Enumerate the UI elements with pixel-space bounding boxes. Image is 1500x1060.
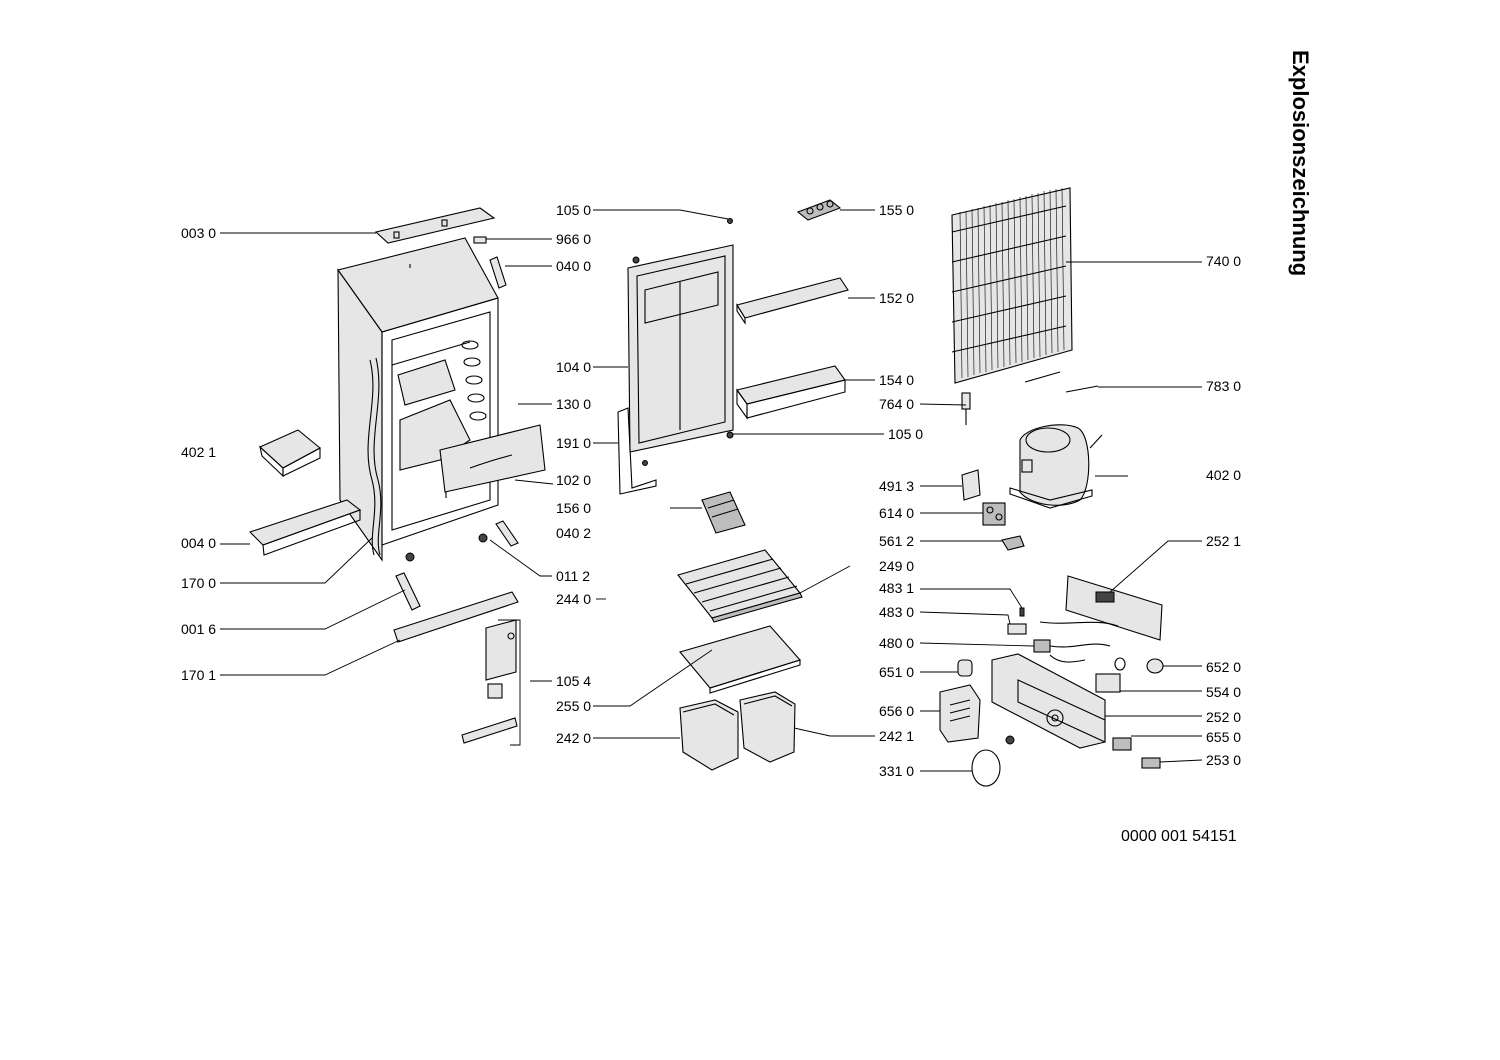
part-tray-402-1 [259,429,321,478]
part-sensor-764 [961,392,971,425]
label-402-0: 402 0 [1206,467,1241,483]
part-control-plate [1065,575,1163,641]
label-656-0: 656 0 [879,703,914,719]
label-102-0: 102 0 [556,472,591,488]
leader-lines [220,209,1203,772]
label-003-0: 003 0 [181,225,216,241]
part-clip-561-2 [1001,535,1025,551]
part-cover-491-3 [961,469,981,501]
part-relay-614 [982,502,1006,526]
label-130-0: 130 0 [556,396,591,412]
parts-layer [248,187,1164,787]
part-knob-small [1005,735,1015,745]
part-kick-plate [393,591,519,643]
label-651-0: 651 0 [879,664,914,680]
label-152-0: 152 0 [879,290,914,306]
part-upper-door-shelf [736,277,849,325]
label-253-0: 253 0 [1206,752,1241,768]
part-lamp-holder-483-0 [1007,623,1027,635]
label-252-1: 252 1 [1206,533,1241,549]
label-561-2: 561 2 [879,533,914,549]
part-base-rail [248,499,362,556]
part-bracket-set [461,619,521,746]
label-004-0: 004 0 [181,535,216,551]
label-105-0-door: 105 0 [888,426,923,442]
label-170-0: 170 0 [181,575,216,591]
part-harness-480-0 [1033,621,1119,663]
part-hinge-pin [473,236,487,244]
part-egg-tray [796,199,842,221]
label-652-0: 652 0 [1206,659,1241,675]
part-bottom-hinge [395,572,421,611]
label-040-0: 040 0 [556,258,591,274]
label-155-0: 155 0 [879,202,914,218]
label-244-0: 244 0 [556,591,591,607]
label-480-0: 480 0 [879,635,914,651]
part-bins [679,691,796,771]
label-105-4: 105 4 [556,673,591,689]
label-156-0: 156 0 [556,500,591,516]
part-condenser [951,187,1073,384]
label-554-0: 554 0 [1206,684,1241,700]
part-knob-ring [971,749,1001,787]
label-191-0: 191 0 [556,435,591,451]
label-040-2: 040 2 [556,525,591,541]
label-001-6: 001 6 [181,621,216,637]
part-switch-655 [1112,737,1132,751]
label-105-0-top: 105 0 [556,202,591,218]
part-bulb-652 [1146,658,1164,674]
part-switch-253 [1141,757,1161,769]
label-154-0: 154 0 [879,372,914,388]
label-402-1: 402 1 [181,444,216,460]
label-170-1: 170 1 [181,667,216,683]
label-331-0: 331 0 [879,763,914,779]
label-655-0: 655 0 [1206,729,1241,745]
part-crisper-drawer [439,424,546,498]
part-lamp-651 [957,659,973,677]
part-glass-shelf [679,625,801,694]
label-764-0: 764 0 [879,396,914,412]
label-483-1: 483 1 [879,580,914,596]
part-hinge-040-2 [495,520,519,547]
document-number: 0000 001 54151 [1121,828,1237,845]
part-top-hinge [489,256,507,289]
part-compressor [1009,424,1103,509]
label-242-0: 242 0 [556,730,591,746]
part-wire-shelf [677,549,803,623]
label-483-0: 483 0 [879,604,914,620]
label-252-0: 252 0 [1206,709,1241,725]
label-255-0: 255 0 [556,698,591,714]
part-top-cover [374,207,496,244]
label-740-0: 740 0 [1206,253,1241,269]
part-cabinet [337,237,499,562]
part-thermostat-554 [1095,657,1126,693]
part-ice-tray [701,491,746,534]
part-screw-156 [642,460,648,466]
part-labels: 003 0 402 1 004 0 170 0 001 6 170 1 105 … [181,202,1241,779]
label-614-0: 614 0 [879,505,914,521]
part-thermostat-housing [991,653,1106,749]
label-783-0: 783 0 [1206,378,1241,394]
part-door-gasket [617,407,657,495]
label-491-3: 491 3 [879,478,914,494]
part-lamp-cover [939,684,981,743]
label-011-2: 011 2 [556,568,590,584]
part-lower-door-shelf [736,365,846,420]
part-connector-483-1 [1019,607,1025,617]
label-242-1: 242 1 [879,728,914,744]
label-249-0: 249 0 [879,558,914,574]
label-104-0: 104 0 [556,359,591,375]
part-door [627,218,734,453]
part-pipe-783 [1065,385,1099,393]
label-966-0: 966 0 [556,231,591,247]
